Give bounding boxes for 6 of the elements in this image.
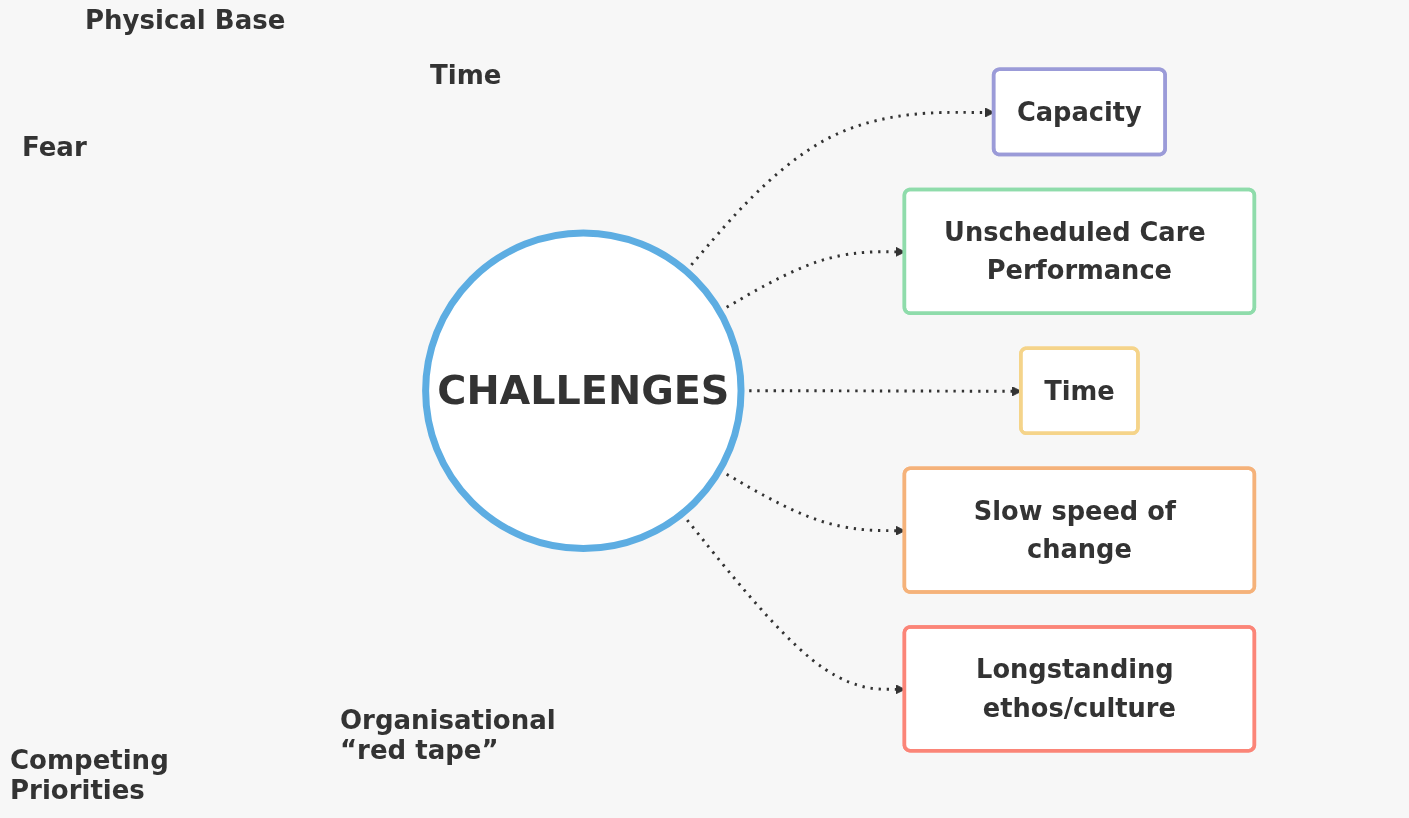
node-circle: CHALLENGES bbox=[422, 229, 745, 552]
text-label: Time bbox=[430, 60, 503, 90]
text-label: Physical Base bbox=[85, 5, 287, 35]
text-label: Organisational “red tape” bbox=[340, 705, 557, 765]
text-label: Competing Priorities bbox=[10, 745, 170, 805]
text-label: Fear bbox=[22, 132, 88, 162]
